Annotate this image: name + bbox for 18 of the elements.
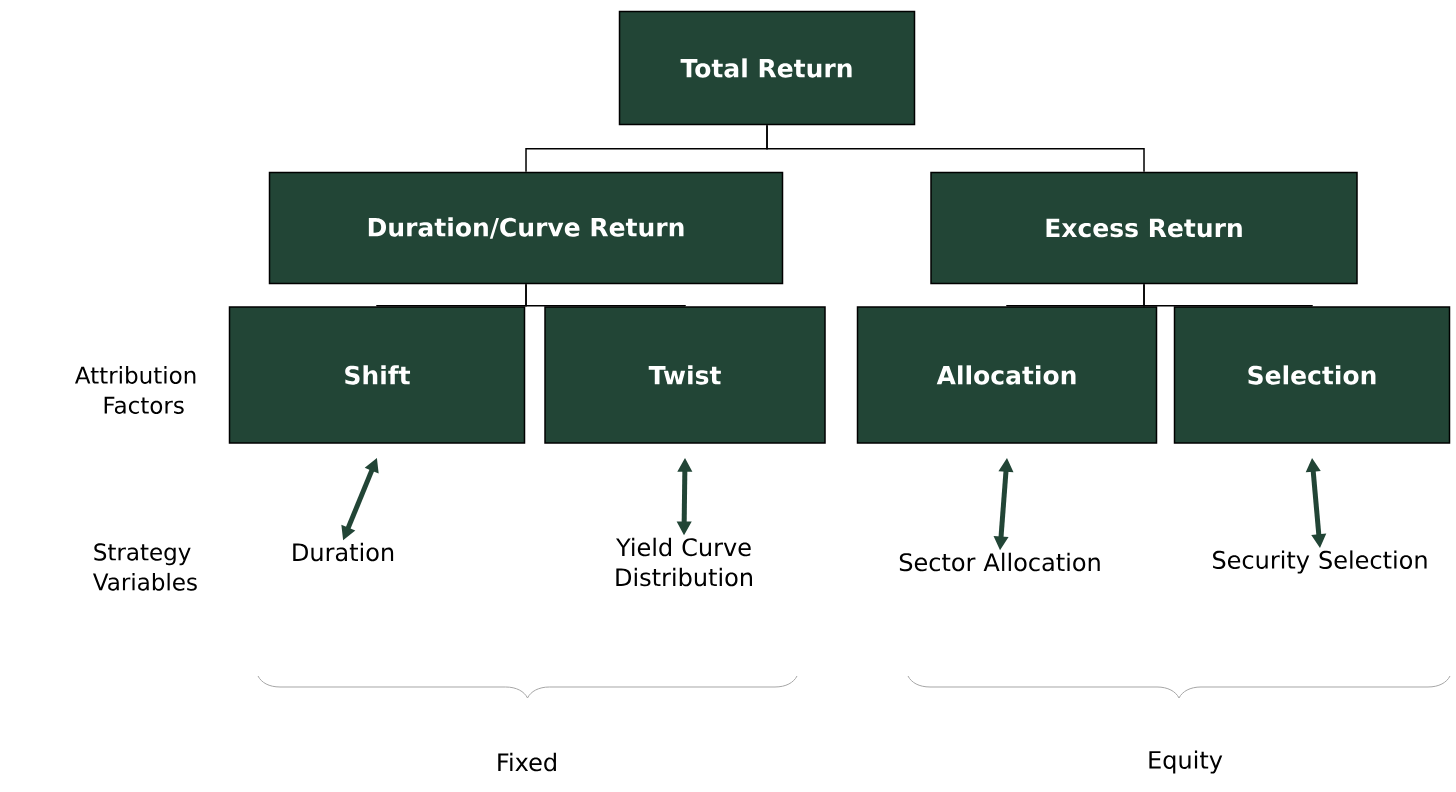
group-label: Equity bbox=[1149, 750, 1223, 774]
return-box: Duration/Curve Return bbox=[268, 171, 784, 285]
strategy-text: Duration bbox=[293, 542, 394, 562]
row-label: Strategy Variables bbox=[93, 543, 197, 591]
connector-line bbox=[1143, 283, 1313, 307]
connector-line bbox=[766, 124, 1145, 173]
group-label: Fixed bbox=[498, 752, 556, 772]
strategy-text: Security Selection bbox=[1213, 550, 1427, 574]
return-box: Excess Return bbox=[930, 171, 1358, 285]
connector-line bbox=[525, 283, 686, 307]
strategy-text: Sector Allocation bbox=[899, 552, 1100, 572]
strategy-text: Yield Curve Distribution bbox=[616, 537, 752, 587]
row-label: Attribution Factors bbox=[75, 366, 196, 414]
factor-box: Shift bbox=[228, 306, 526, 444]
factor-box: Selection bbox=[1173, 306, 1451, 444]
factor-box: Twist bbox=[544, 306, 826, 444]
factor-box: Allocation bbox=[856, 306, 1158, 444]
return-box: Total Return bbox=[618, 10, 916, 126]
